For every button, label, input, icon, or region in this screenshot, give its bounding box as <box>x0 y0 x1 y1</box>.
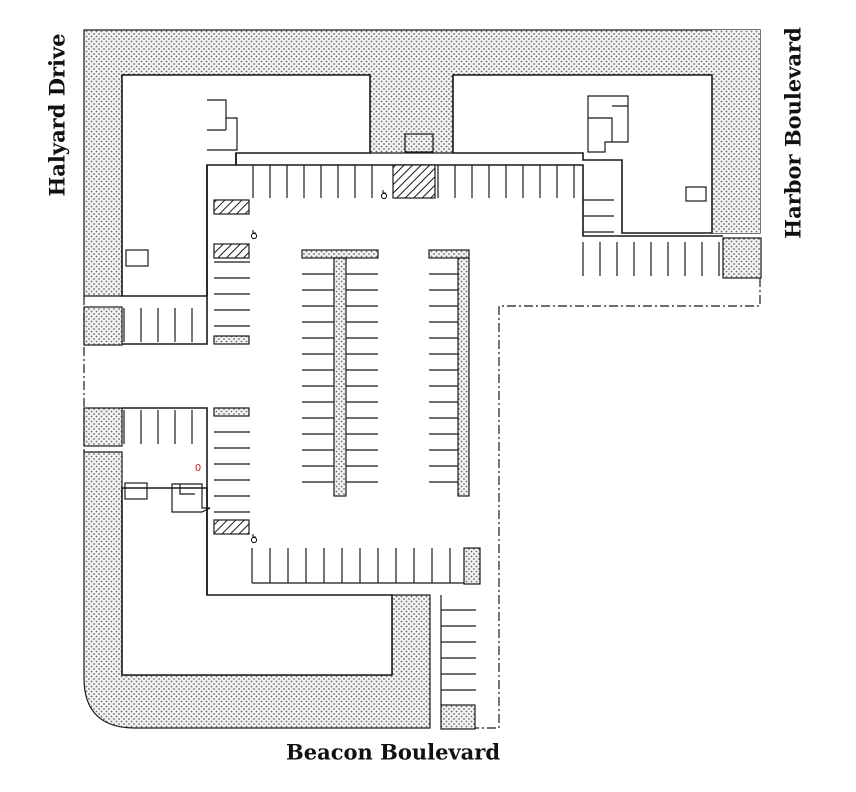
center-island-2 <box>428 249 470 497</box>
accessible-aisle-west-3 <box>213 519 250 535</box>
stalls-east-short <box>583 199 614 233</box>
entry-sw <box>171 483 211 513</box>
accessible-parking-icon <box>250 230 258 240</box>
building-north-west <box>121 74 371 297</box>
accessible-parking-icons <box>250 190 388 544</box>
landscape-west-lower <box>83 407 123 447</box>
accessible-aisle-west-1 <box>213 199 250 215</box>
accessible-aisle-north <box>392 164 436 199</box>
center-island-1 <box>301 249 379 497</box>
landscape-north-east-corner <box>712 30 760 233</box>
entry-ne <box>587 95 629 153</box>
landscape-south-strip <box>440 704 476 730</box>
accessible-aisle-west-2 <box>213 243 250 259</box>
utility-box-nw <box>125 249 149 267</box>
accessible-parking-icon <box>380 190 388 200</box>
stalls-north-row <box>252 165 575 198</box>
accessible-parking-icon <box>250 534 258 544</box>
landscape-island-west-lower <box>213 407 250 417</box>
landscape-areas <box>83 29 762 730</box>
stalls-east-row <box>582 242 720 276</box>
utility-box-sw <box>124 482 148 500</box>
stalls-west-lower <box>214 431 250 513</box>
stalls-west-driveway <box>123 308 193 444</box>
utility-box-ne <box>685 186 707 202</box>
landscape-island-west-upper <box>213 335 250 345</box>
building-details <box>124 95 707 513</box>
landscape-east-strip <box>722 237 762 279</box>
red-location-marker: 0 <box>195 463 201 474</box>
landscape-west-upper <box>83 306 123 346</box>
stalls-south-column <box>440 595 476 705</box>
building-north-east <box>452 74 713 234</box>
street-label-east: Harbor Boulevard <box>780 27 806 239</box>
stalls-west-upper <box>214 261 250 327</box>
building-south-west <box>121 487 393 676</box>
property-line <box>83 278 761 729</box>
entry-nw <box>207 99 238 151</box>
street-label-west: Halyard Drive <box>44 33 70 197</box>
street-label-south: Beacon Boulevard <box>285 739 501 765</box>
utility-box-n <box>404 133 434 153</box>
stalls-south-row <box>251 548 464 584</box>
landscape-island-south <box>463 547 481 585</box>
